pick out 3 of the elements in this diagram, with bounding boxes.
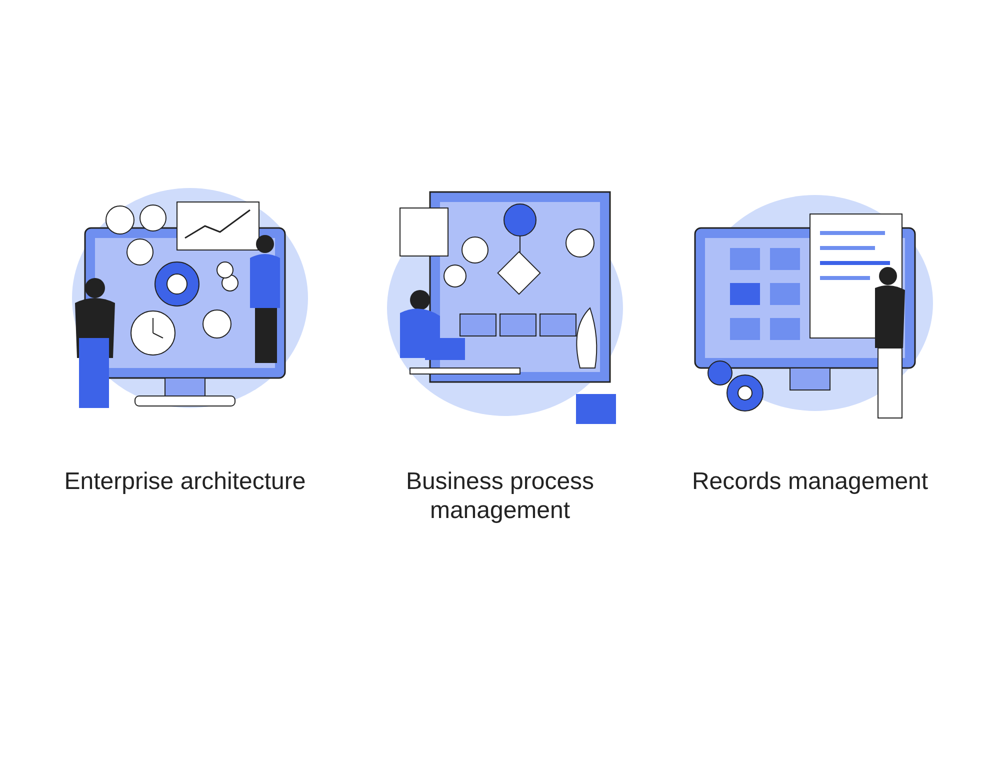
caption: Business process management	[404, 467, 596, 525]
caption: Enterprise architecture	[63, 467, 307, 496]
caption: Records management	[690, 467, 930, 496]
